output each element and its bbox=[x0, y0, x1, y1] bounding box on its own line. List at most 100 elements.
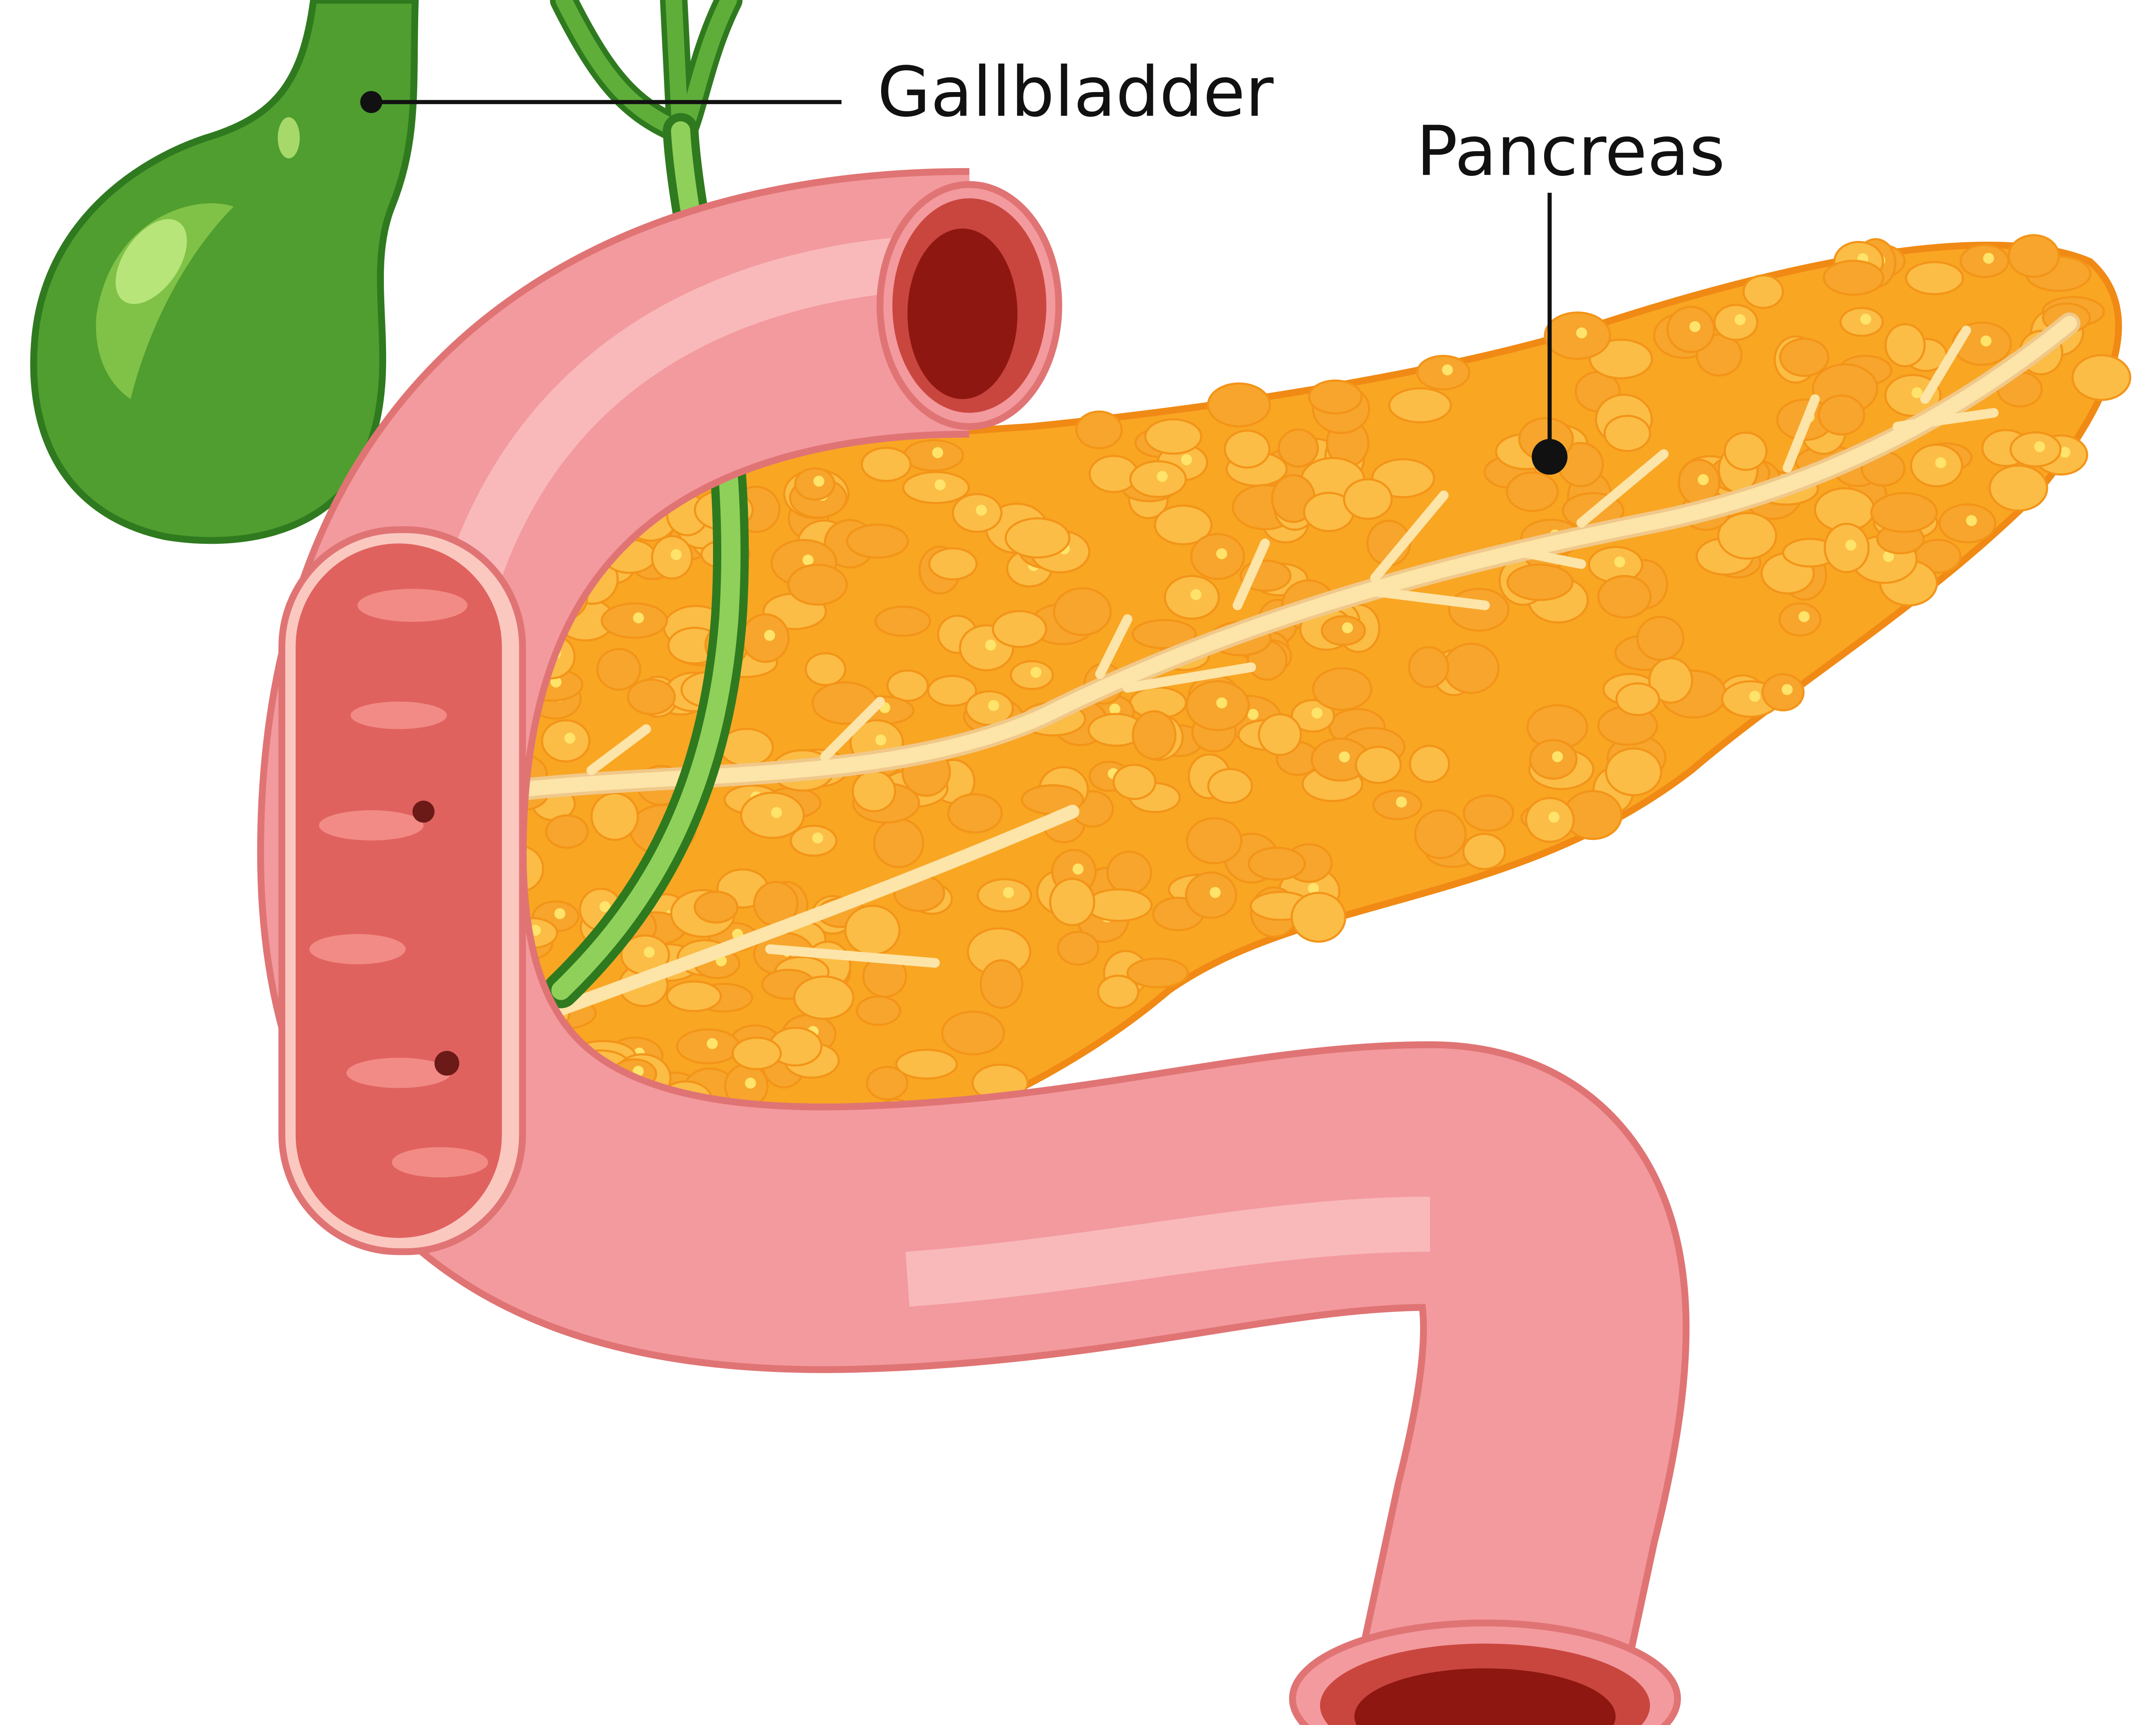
pancreas-islet bbox=[1072, 863, 1084, 875]
pancreas-islet bbox=[1308, 883, 1319, 894]
pancreas-lobule bbox=[1723, 431, 1768, 471]
pancreas-lobule bbox=[693, 891, 739, 924]
pancreas-lobule bbox=[895, 1048, 958, 1080]
pancreas-lobule bbox=[1312, 667, 1373, 711]
pancreas-lobule bbox=[1506, 471, 1559, 512]
duodenum-top-opening bbox=[876, 181, 1063, 430]
pancreas-lobule bbox=[1409, 744, 1450, 783]
pancreas-lobule bbox=[1097, 975, 1139, 1009]
pancreas-label: Pancreas bbox=[1416, 112, 1725, 192]
gallbladder-callout: Gallbladder bbox=[360, 53, 1274, 132]
pancreas-islet bbox=[764, 630, 775, 641]
pancreas-lobule bbox=[886, 669, 929, 702]
pancreas-islet bbox=[1247, 709, 1259, 720]
pancreas-lobule bbox=[1057, 931, 1099, 966]
pancreas-lobule bbox=[1605, 747, 1662, 796]
pancreas-islet bbox=[1576, 327, 1587, 339]
pancreas-islet bbox=[1190, 589, 1202, 600]
pancreas-islet bbox=[1216, 548, 1228, 559]
pancreas-islet bbox=[1614, 556, 1625, 568]
pancreas-islet bbox=[1181, 454, 1192, 466]
pancreas-islet bbox=[1339, 751, 1350, 763]
pancreas-lobule bbox=[1636, 615, 1685, 661]
pancreas-lobule bbox=[596, 648, 641, 691]
pancreas-islet bbox=[2059, 446, 2070, 458]
pancreas-lobule bbox=[1144, 418, 1202, 455]
pancreas-islet bbox=[1030, 667, 1042, 678]
gallbladder bbox=[30, 0, 419, 544]
pancreatic-duct bbox=[498, 312, 2080, 1025]
pancreas-lobule bbox=[852, 770, 896, 813]
pancreas-islet bbox=[1966, 515, 1977, 526]
pancreas-lobule bbox=[1343, 478, 1393, 520]
pancreas-lobule bbox=[1355, 746, 1402, 784]
pancreas-islet bbox=[554, 908, 565, 919]
pancreas-lobule bbox=[1818, 394, 1865, 436]
pancreas-lobule bbox=[941, 1010, 1005, 1056]
pancreas-islet bbox=[1798, 611, 1810, 622]
pancreas-lobule bbox=[1126, 957, 1189, 988]
pancreas-islet bbox=[1003, 887, 1014, 898]
pancreas-lobule bbox=[1224, 430, 1271, 469]
pancreas-lobule bbox=[787, 564, 848, 606]
pancreas-lobule bbox=[1870, 492, 1938, 533]
pancreas-lobule bbox=[1308, 379, 1363, 415]
pancreas-lobule bbox=[927, 674, 977, 707]
pancreas-islet bbox=[1980, 335, 1992, 347]
pancreas-islet bbox=[1156, 471, 1168, 482]
pancreas-lobule bbox=[1905, 261, 1964, 295]
pancreas-lobule bbox=[1506, 563, 1574, 601]
pancreas-islet bbox=[1209, 887, 1221, 898]
pancreas-lobule bbox=[1462, 833, 1506, 870]
pancreas-lobule bbox=[627, 678, 676, 715]
pancreas-islet bbox=[1697, 474, 1709, 486]
pancreas-lobule bbox=[666, 980, 722, 1012]
pancreas-lobule bbox=[874, 605, 931, 637]
pancreas-lobule bbox=[1408, 646, 1449, 688]
pancreas-islet bbox=[1311, 707, 1323, 719]
pancreas-lobule bbox=[590, 792, 639, 841]
pancreas-islet bbox=[1845, 539, 1856, 551]
gallbladder-label: Gallbladder bbox=[877, 53, 1274, 132]
pancreas-islet bbox=[932, 447, 944, 458]
pancreas-islet bbox=[1396, 796, 1407, 808]
pancreas-lobule bbox=[866, 1066, 908, 1100]
pancreas-lobule bbox=[1884, 323, 1926, 367]
pancreas-lobule bbox=[1049, 878, 1096, 926]
pancreas-islet bbox=[1216, 697, 1228, 709]
pancreas-lobule bbox=[1717, 512, 1777, 560]
pancreas-islet bbox=[813, 476, 825, 487]
pancreas-lobule bbox=[1414, 809, 1467, 859]
pancreas-islet bbox=[599, 901, 611, 912]
pancreas-lobule bbox=[1388, 387, 1452, 423]
pancreas-islet bbox=[1860, 314, 1872, 325]
pancreas-islet bbox=[707, 1038, 718, 1049]
pancreas-lobule bbox=[1463, 794, 1514, 832]
pancreas-islet bbox=[745, 1077, 756, 1089]
pancreas-lobule bbox=[1112, 763, 1156, 800]
pancreas-lobule bbox=[1207, 768, 1253, 804]
pancreas-lobule bbox=[1075, 410, 1123, 449]
pancreas-islet bbox=[771, 807, 782, 818]
pancreas-lobule bbox=[545, 814, 589, 849]
pancreas-islet bbox=[1911, 387, 1923, 398]
pancreas-lobule bbox=[1779, 337, 1829, 377]
pancreas-islet bbox=[564, 732, 575, 744]
pancreas-lobule bbox=[1588, 338, 1653, 380]
pancreas-lobule bbox=[1448, 588, 1510, 632]
pancreas-islet bbox=[1342, 622, 1353, 634]
pancreas-lobule bbox=[992, 610, 1047, 648]
pancreas-lobule bbox=[1186, 817, 1243, 865]
gallbladder-pointer-dot bbox=[360, 91, 383, 113]
pancreas-lobule bbox=[1207, 382, 1271, 428]
pancreas-lobule bbox=[1278, 428, 1319, 468]
pancreas-lobule bbox=[1597, 575, 1652, 619]
pancreas-lobule bbox=[1742, 274, 1784, 309]
pancreas-islet bbox=[976, 505, 987, 516]
pancreas-lobule bbox=[1053, 587, 1112, 636]
pancreas-lobule bbox=[1248, 846, 1306, 881]
pancreas-lobule bbox=[805, 652, 846, 686]
pancreas-lobule bbox=[2007, 234, 2060, 278]
pancreas-lobule bbox=[1106, 850, 1152, 895]
pancreas-lobule bbox=[731, 1037, 782, 1071]
